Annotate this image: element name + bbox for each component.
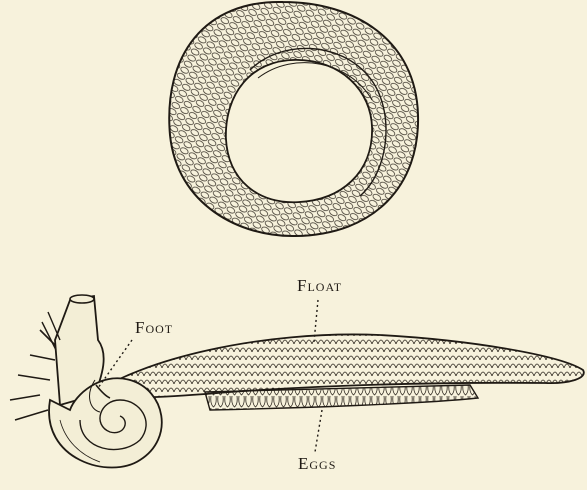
eggs-label: Eggs xyxy=(298,454,336,474)
float-label: Float xyxy=(297,276,342,296)
foot-label: Foot xyxy=(135,318,173,338)
coiled-float xyxy=(169,2,418,236)
